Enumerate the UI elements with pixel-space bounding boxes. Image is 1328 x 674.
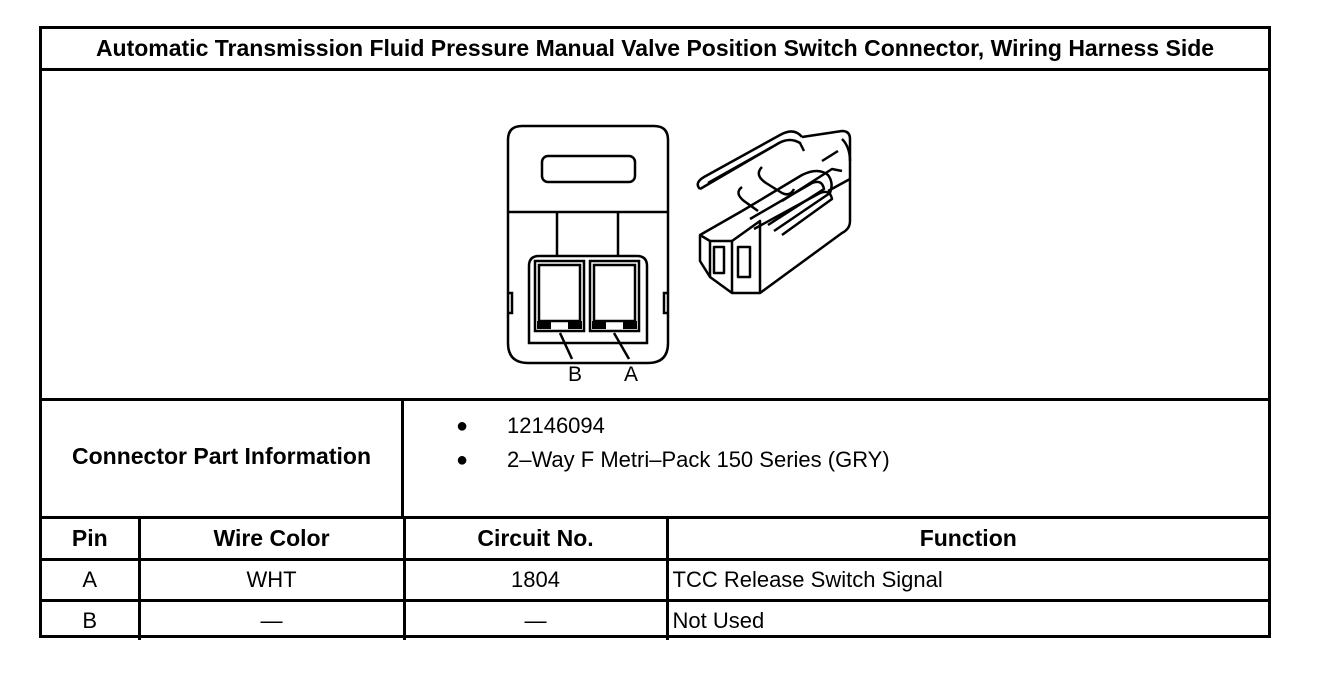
cavity-a [588,259,641,333]
bullet-icon: ● [456,449,469,471]
connector-isometric [696,129,852,295]
part-number: 12146094 [507,413,605,438]
pin-cell: B [42,599,141,640]
connector-info-label: Connector Part Information [42,401,404,516]
connector-latch-slot [540,154,637,184]
function-cell: Not Used [665,599,1268,640]
pin-b-label: B [568,363,582,386]
table-header-row: Pin Wire Color Circuit No. Function [42,519,1268,561]
bullet-icon: ● [456,415,469,437]
connector-document: Automatic Transmission Fluid Pressure Ma… [39,26,1271,640]
pin-a-label: A [624,363,638,386]
header-function: Function [665,519,1268,561]
header-circuit-no: Circuit No. [402,519,669,561]
connector-drawing: B A [506,124,852,386]
connector-info-row: Connector Part Information ● 12146094 ● … [42,401,1268,519]
circuit-cell: — [402,599,669,640]
pin-table: Pin Wire Color Circuit No. Function A WH… [42,519,1268,640]
table-row: B — — Not Used [42,599,1268,640]
cavity-b [533,259,586,333]
pin-a-leader [612,332,631,360]
header-wire-color: Wire Color [137,519,406,561]
connector-info-list: ● 12146094 ● 2–Way F Metri–Pack 150 Seri… [404,411,890,479]
list-item: ● 2–Way F Metri–Pack 150 Series (GRY) [404,445,890,479]
list-item: ● 12146094 [404,411,890,445]
connector-illustration: B A [42,71,1268,401]
table-row: A WHT 1804 TCC Release Switch Signal [42,558,1268,602]
pin-cell: A [42,558,141,602]
document-title: Automatic Transmission Fluid Pressure Ma… [42,29,1268,71]
connector-front-body [506,124,670,365]
circuit-cell: 1804 [402,558,669,602]
pin-b-leader [558,332,574,360]
wire-color-cell: WHT [137,558,406,602]
header-pin: Pin [42,519,141,561]
function-cell: TCC Release Switch Signal [665,558,1268,602]
wire-color-cell: — [137,599,406,640]
connector-type: 2–Way F Metri–Pack 150 Series (GRY) [507,447,890,472]
